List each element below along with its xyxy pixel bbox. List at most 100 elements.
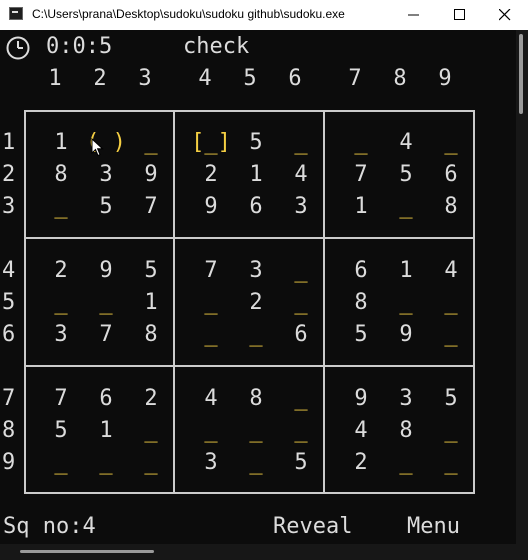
sudoku-cell[interactable]: 9: [204, 194, 218, 219]
sudoku-cell[interactable]: _: [399, 290, 413, 315]
sudoku-cell[interactable]: _: [294, 386, 308, 411]
reveal-button[interactable]: Reveal: [273, 514, 353, 539]
row-label: 7: [2, 386, 16, 411]
sudoku-cell[interactable]: _: [54, 194, 68, 219]
sudoku-cell[interactable]: 4: [294, 162, 308, 187]
sudoku-cell[interactable]: 2: [354, 450, 368, 475]
vertical-scroll-thumb[interactable]: [519, 34, 523, 114]
sudoku-cell[interactable]: _: [249, 450, 263, 475]
sudoku-cell[interactable]: 8: [399, 418, 413, 443]
sudoku-cell[interactable]: 8: [54, 162, 68, 187]
sudoku-cell[interactable]: _: [294, 418, 308, 443]
sudoku-cell[interactable]: 8: [144, 322, 158, 347]
sudoku-cell[interactable]: 4: [399, 130, 413, 155]
vertical-scrollbar[interactable]: [516, 30, 528, 544]
sudoku-cell[interactable]: 5: [249, 130, 263, 155]
sudoku-cell[interactable]: 3: [249, 258, 263, 283]
close-button[interactable]: [482, 0, 528, 30]
sudoku-cell[interactable]: 6: [444, 162, 458, 187]
sudoku-cell[interactable]: _: [294, 258, 308, 283]
sudoku-cell[interactable]: 3: [399, 386, 413, 411]
sudoku-cell[interactable]: _: [54, 450, 68, 475]
sudoku-cell[interactable]: 7: [99, 322, 113, 347]
sudoku-cell[interactable]: _: [144, 418, 158, 443]
sudoku-cell[interactable]: 9: [144, 162, 158, 187]
maximize-icon: [454, 9, 465, 20]
sudoku-cell[interactable]: 6: [294, 322, 308, 347]
sudoku-cell[interactable]: _: [54, 290, 68, 315]
column-label: 7: [348, 66, 362, 91]
sudoku-cell[interactable]: _: [204, 418, 218, 443]
sudoku-cell[interactable]: _: [294, 290, 308, 315]
sudoku-cell[interactable]: 2: [54, 258, 68, 283]
sudoku-cell[interactable]: 8: [444, 194, 458, 219]
sudoku-cell[interactable]: 1: [249, 162, 263, 187]
sudoku-cell[interactable]: _: [204, 322, 218, 347]
sudoku-cell[interactable]: 1: [54, 130, 68, 155]
console-area: [0, 30, 516, 560]
sudoku-cell[interactable]: _: [444, 130, 458, 155]
sudoku-cell[interactable]: 5: [99, 194, 113, 219]
sudoku-cell[interactable]: _: [444, 450, 458, 475]
sudoku-cell[interactable]: _: [354, 130, 368, 155]
sudoku-cell[interactable]: 1: [99, 418, 113, 443]
sudoku-cell[interactable]: 7: [54, 386, 68, 411]
sudoku-cell[interactable]: 9: [399, 322, 413, 347]
sudoku-cell[interactable]: _: [204, 290, 218, 315]
sudoku-cell[interactable]: _: [294, 130, 308, 155]
sudoku-cell[interactable]: 4: [204, 386, 218, 411]
sudoku-cell[interactable]: 8: [249, 386, 263, 411]
menu-button[interactable]: Menu: [407, 514, 460, 539]
sudoku-cell[interactable]: 3: [204, 450, 218, 475]
check-button[interactable]: check: [183, 34, 250, 59]
sudoku-cell[interactable]: [_]: [191, 130, 231, 155]
sudoku-cell[interactable]: 2: [144, 386, 158, 411]
column-label: 5: [243, 66, 257, 91]
sudoku-cell[interactable]: 5: [354, 322, 368, 347]
sudoku-cell[interactable]: _: [249, 322, 263, 347]
sudoku-cell[interactable]: 9: [354, 386, 368, 411]
sudoku-cell[interactable]: 4: [354, 418, 368, 443]
sudoku-cell[interactable]: 4: [444, 258, 458, 283]
horizontal-scroll-thumb[interactable]: [20, 550, 154, 553]
horizontal-scrollbar[interactable]: [0, 544, 516, 560]
sudoku-cell[interactable]: _: [399, 450, 413, 475]
row-label: 6: [2, 322, 16, 347]
sudoku-cell[interactable]: _: [99, 450, 113, 475]
sudoku-cell[interactable]: 1: [144, 290, 158, 315]
title-bar[interactable]: C:\Users\prana\Desktop\sudoku\sudoku git…: [0, 0, 528, 30]
sudoku-cell[interactable]: _: [444, 322, 458, 347]
sudoku-cell[interactable]: 2: [204, 162, 218, 187]
sudoku-cell[interactable]: 5: [144, 258, 158, 283]
sudoku-cell[interactable]: _: [444, 418, 458, 443]
minimize-button[interactable]: [391, 0, 437, 30]
sudoku-cell[interactable]: 6: [354, 258, 368, 283]
sudoku-cell[interactable]: 1: [354, 194, 368, 219]
sudoku-cell[interactable]: _: [99, 290, 113, 315]
row-label: 4: [2, 258, 16, 283]
sudoku-cell[interactable]: 8: [354, 290, 368, 315]
sudoku-cell[interactable]: 7: [204, 258, 218, 283]
sudoku-cell[interactable]: 9: [99, 258, 113, 283]
sudoku-cell[interactable]: 3: [294, 194, 308, 219]
sudoku-cell[interactable]: 7: [354, 162, 368, 187]
sudoku-cell[interactable]: _: [144, 130, 158, 155]
sudoku-cell[interactable]: 1: [399, 258, 413, 283]
sudoku-cell[interactable]: 6: [99, 386, 113, 411]
sudoku-cell[interactable]: 5: [54, 418, 68, 443]
sudoku-cell[interactable]: 5: [444, 386, 458, 411]
row-label: 9: [2, 450, 16, 475]
sudoku-cell[interactable]: 3: [99, 162, 113, 187]
sudoku-cell[interactable]: _: [249, 418, 263, 443]
sudoku-cell[interactable]: 3: [54, 322, 68, 347]
sudoku-cell[interactable]: 2: [249, 290, 263, 315]
sudoku-cell[interactable]: 5: [399, 162, 413, 187]
sudoku-cell[interactable]: _: [444, 290, 458, 315]
sudoku-cell[interactable]: 5: [294, 450, 308, 475]
sudoku-cell[interactable]: 7: [144, 194, 158, 219]
sudoku-cell[interactable]: _: [144, 450, 158, 475]
sudoku-cell[interactable]: _: [399, 194, 413, 219]
sudoku-cell[interactable]: 6: [249, 194, 263, 219]
minimize-icon: [408, 14, 419, 16]
maximize-button[interactable]: [437, 0, 483, 30]
